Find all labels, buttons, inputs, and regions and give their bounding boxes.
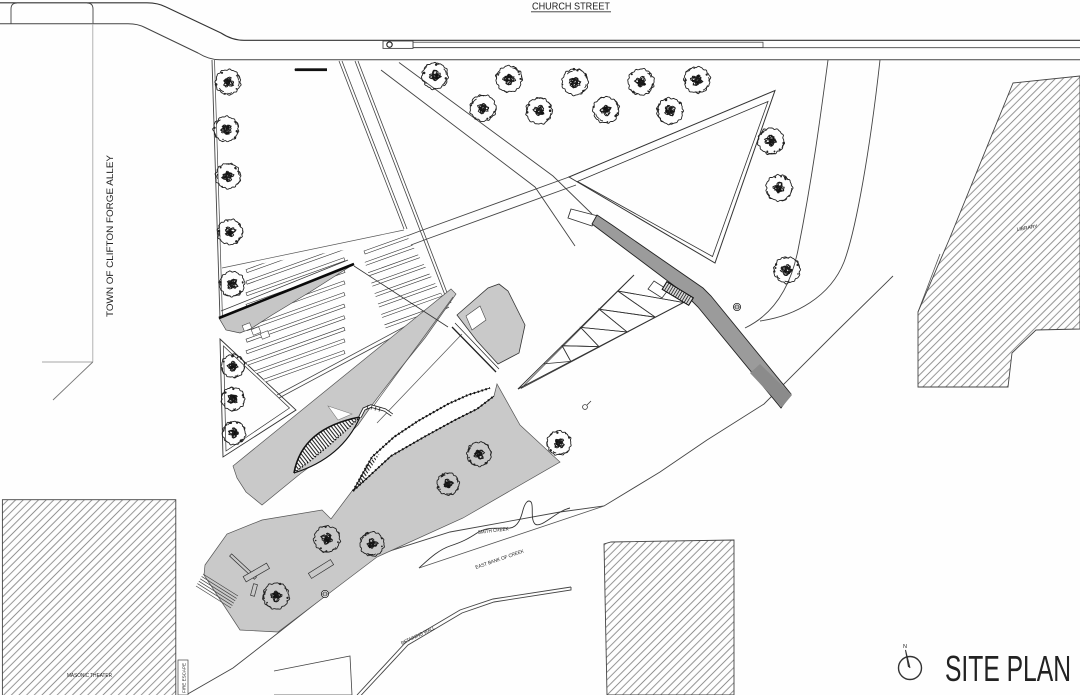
svg-text:N: N xyxy=(903,644,907,650)
svg-text:SITE PLAN: SITE PLAN xyxy=(945,648,1071,689)
svg-text:FIRE ESCAPE: FIRE ESCAPE xyxy=(182,663,187,693)
svg-text:MASONIC THEATER: MASONIC THEATER xyxy=(67,673,112,679)
svg-text:SMITH CREEK: SMITH CREEK xyxy=(478,526,510,536)
svg-text:LIBRARY: LIBRARY xyxy=(1016,224,1038,233)
svg-text:CHURCH STREET: CHURCH STREET xyxy=(532,2,610,13)
svg-text:TOWN OF CLIFTON FORGE ALLEY: TOWN OF CLIFTON FORGE ALLEY xyxy=(105,154,116,317)
